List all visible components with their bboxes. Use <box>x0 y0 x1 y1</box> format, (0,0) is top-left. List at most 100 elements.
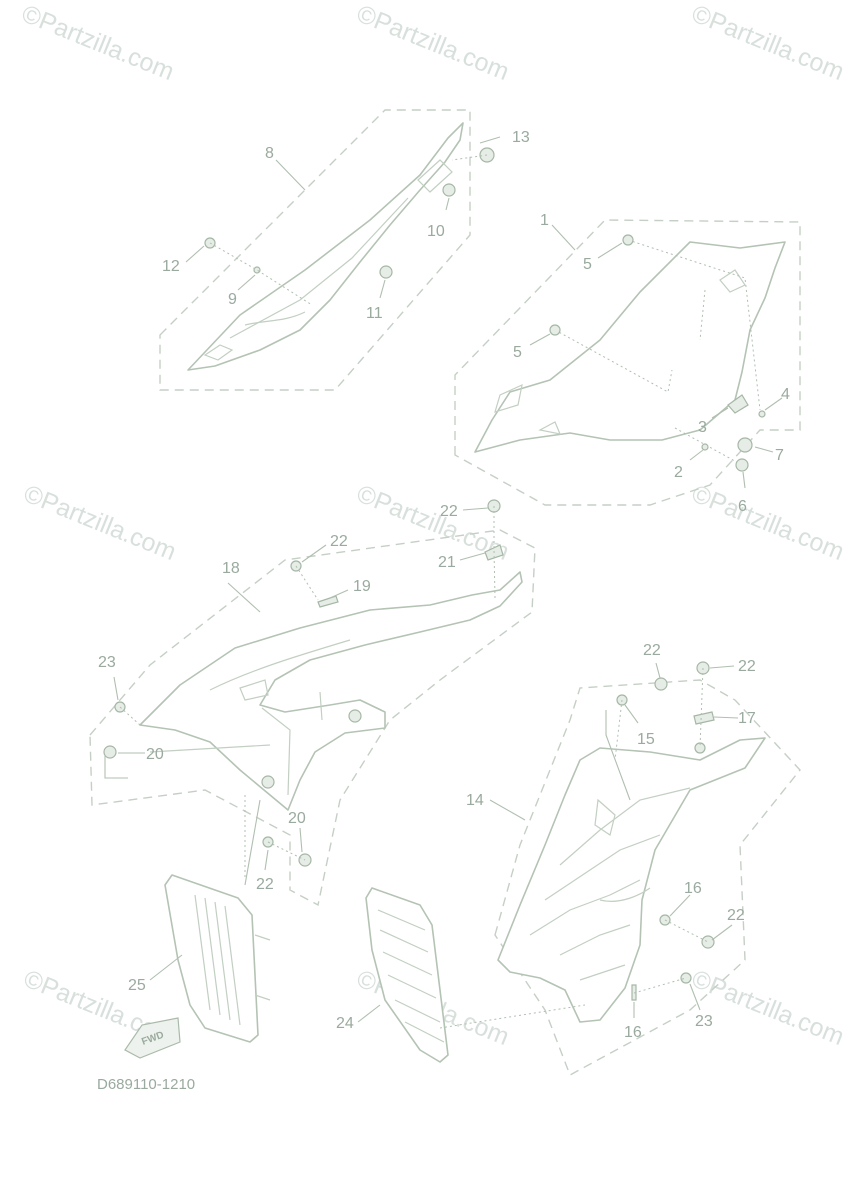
louver-24-fin <box>404 1021 445 1043</box>
bracket-3-icon <box>727 394 749 414</box>
bolt-22-icon <box>654 677 668 691</box>
collar-9-icon <box>253 266 261 274</box>
side-cover-detail <box>203 344 234 361</box>
leader-dotted <box>664 919 709 943</box>
left-shroud-part <box>139 571 523 811</box>
callout-label: 7 <box>775 447 784 464</box>
callout-label: 11 <box>366 305 383 322</box>
right-cover-part <box>474 241 786 453</box>
right-cover-detail <box>494 383 523 413</box>
callout-label: 13 <box>512 129 530 146</box>
louver-25-tab <box>254 934 271 1001</box>
leader-line <box>149 954 183 981</box>
left-shroud-detail <box>209 639 351 691</box>
leader-line <box>689 983 701 1011</box>
leader-line <box>104 755 128 779</box>
watermark: ©Partzilla.com <box>20 480 180 566</box>
callout-label: 23 <box>98 654 116 671</box>
left-shroud-group: 18 22 21 22 19 23 20 20 22 <box>89 499 536 907</box>
callout-label: 2 <box>674 464 683 481</box>
callout-label: 19 <box>353 578 371 595</box>
watermark: ©Partzilla.com <box>688 965 848 1051</box>
callout-label: 10 <box>427 223 445 240</box>
leader-dotted <box>295 565 319 601</box>
callout-label: 24 <box>336 1015 354 1032</box>
leader-line <box>742 471 746 489</box>
right-shroud-graphic <box>559 787 691 866</box>
watermark: ©Partzilla.com <box>353 0 513 86</box>
leader-dotted <box>614 699 623 761</box>
boss-icon <box>261 775 275 789</box>
left-shroud-detail <box>149 744 271 753</box>
callout-label: 5 <box>583 256 592 273</box>
louver-25-fin <box>204 897 221 1016</box>
louver-25-fin <box>224 905 241 1026</box>
group-boundary <box>159 109 471 391</box>
louver-25-fin <box>214 901 231 1021</box>
leader-dotted <box>699 289 706 341</box>
group-boundary <box>454 219 801 506</box>
side-cover-detail <box>244 311 306 326</box>
callout-label: 18 <box>222 560 240 577</box>
left-shroud-detail <box>319 691 323 721</box>
side-cover-group: 8 13 10 11 12 9 <box>159 109 530 391</box>
right-shroud-detail <box>599 887 651 902</box>
leader-line <box>329 589 349 599</box>
louver-24-fin <box>379 929 429 953</box>
callout-label: 4 <box>781 386 790 403</box>
right-cover-group: 1 5 5 4 3 7 2 6 <box>454 212 801 515</box>
leader-line <box>445 197 450 211</box>
right-shroud-group: 14 22 15 22 17 16 22 16 23 <box>466 642 801 1076</box>
leader-line <box>711 407 729 419</box>
grommet-5-icon <box>622 234 634 246</box>
leader-line <box>655 662 661 679</box>
leader-line <box>113 676 119 701</box>
right-shroud-part <box>497 737 766 1023</box>
bolt-6-icon <box>735 458 749 472</box>
callout-label: 15 <box>637 731 655 748</box>
leader-line <box>301 544 327 563</box>
leader-line <box>711 924 733 941</box>
leader-line <box>529 333 551 346</box>
watermark: ©Partzilla.com <box>688 480 848 566</box>
washer-2-icon <box>701 443 709 451</box>
leader-line <box>754 446 774 453</box>
right-shroud-graphic <box>594 798 616 836</box>
callout-label: 22 <box>727 907 745 924</box>
leader-line <box>264 849 269 871</box>
leader-line <box>709 665 735 669</box>
drawing-code: D689110-1210 <box>97 1076 195 1093</box>
leader-dotted <box>451 154 488 161</box>
right-shroud-graphic <box>529 879 641 936</box>
nut-23-icon <box>680 972 692 984</box>
leader-dotted <box>633 977 687 994</box>
callout-label: 9 <box>228 291 237 308</box>
louver-25-part <box>164 874 259 1043</box>
leader-line <box>357 1004 381 1023</box>
leader-line <box>551 224 576 251</box>
boss-icon <box>348 709 362 723</box>
callout-label: 1 <box>540 212 549 229</box>
callout-label: 22 <box>256 876 274 893</box>
leader-line <box>227 582 261 613</box>
callout-label: 21 <box>438 554 456 571</box>
leader-line <box>689 449 704 461</box>
callout-label: 20 <box>288 810 306 827</box>
group-boundary <box>494 679 801 1076</box>
leader-dotted <box>267 841 306 861</box>
leader-line <box>244 799 261 886</box>
watermark: ©Partzilla.com <box>688 0 848 86</box>
right-shroud-graphic <box>544 834 661 901</box>
side-cover-detail <box>229 197 409 339</box>
fwd-arrow-icon: FWD <box>124 1017 181 1059</box>
louver-25-fin <box>194 894 211 1011</box>
callout-label: 12 <box>162 258 180 275</box>
leader-line <box>764 397 783 411</box>
leader-dotted <box>699 667 704 749</box>
callout-label: 22 <box>330 533 348 550</box>
callout-label: 3 <box>698 419 707 436</box>
callout-label: 16 <box>624 1024 642 1041</box>
callout-label: 16 <box>684 880 702 897</box>
